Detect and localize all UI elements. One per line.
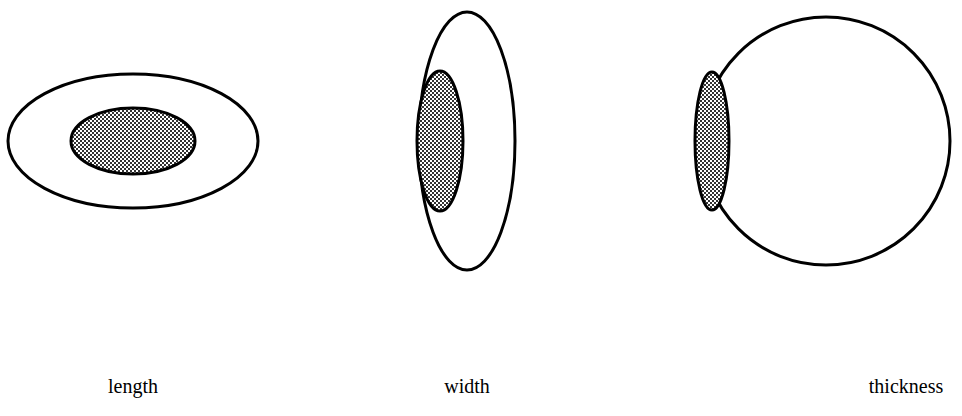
- inner-ellipse: [71, 108, 195, 174]
- outer-ellipse: [8, 74, 258, 208]
- view-label: thickness: [869, 375, 943, 398]
- outer-circle: [702, 17, 950, 265]
- view-label: length: [108, 375, 158, 398]
- inner-ellipse: [417, 71, 463, 211]
- inner-ellipse: [695, 72, 729, 210]
- view-label: width: [444, 375, 490, 398]
